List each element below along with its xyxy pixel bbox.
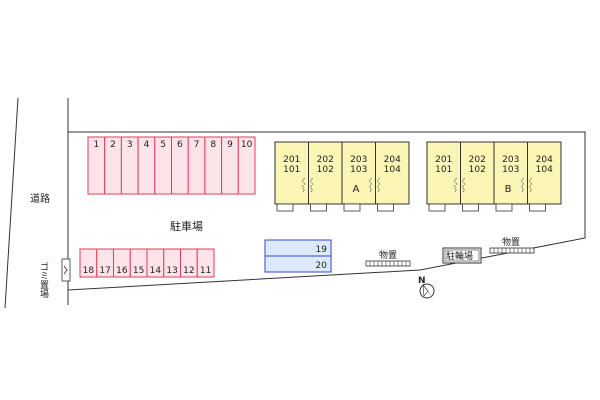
parking-space: 7 (187, 136, 206, 195)
unit-number-upper: 202 (469, 155, 486, 165)
parking-space: 14 (146, 248, 165, 278)
parking-space-number: 9 (227, 140, 233, 150)
north-label: N (418, 276, 426, 286)
parking-space: 11 (196, 248, 215, 278)
parking-space-number: 11 (200, 266, 211, 276)
parking-space-number: 19 (316, 245, 328, 255)
road-label: 道路 (30, 192, 50, 205)
parking-space-number: 4 (144, 140, 150, 150)
unit-number-upper: 203 (502, 155, 519, 165)
parking-space-number: 15 (133, 266, 144, 276)
parking-space: 13 (163, 248, 181, 278)
unit-number-upper: 204 (536, 155, 553, 165)
parking-space-number: 18 (83, 266, 95, 276)
parking-space: 8 (204, 136, 223, 195)
road-line (4, 97, 19, 309)
parking-space-number: 7 (194, 140, 200, 150)
parking-space: 3 (120, 136, 139, 195)
unit-number-upper: 201 (283, 155, 300, 165)
storage-2-box (489, 247, 535, 254)
parking-space-number: 13 (166, 266, 177, 276)
unit-number-lower: 103 (502, 165, 519, 175)
buildings: 201101202102203103204104A201101202102203… (274, 141, 562, 212)
garbage-label: ゴミ置場 (38, 261, 49, 299)
parking-space: 12 (180, 248, 198, 278)
parking-space: 2 (104, 136, 122, 195)
parking-space: 9 (221, 136, 239, 195)
storage-1-label: 物置 (379, 249, 397, 261)
parking-space-number: 17 (99, 266, 110, 276)
parking-label: 駐車場 (170, 219, 203, 233)
unit-number-upper: 204 (384, 155, 401, 165)
unit-number-lower: 101 (283, 165, 300, 175)
garbage-box (61, 258, 71, 282)
garbage-area: ゴミ置場 (38, 258, 71, 299)
parking-space: 15 (129, 248, 148, 278)
parking-space-number: 5 (160, 140, 166, 150)
parking-space: 17 (96, 248, 114, 278)
parking-space-number: 10 (241, 140, 253, 150)
parking-space: 18 (79, 248, 98, 278)
parking-space: 4 (137, 136, 156, 195)
parking-space-number: 1 (93, 140, 99, 150)
parking-space-number: 3 (127, 140, 133, 150)
unit-number-upper: 201 (435, 155, 452, 165)
parking-space: 1 (87, 136, 106, 195)
parking-space-blue: 20 (264, 255, 332, 273)
unit-number-upper: 202 (317, 155, 334, 165)
storage-1: 物置 (365, 249, 411, 267)
unit-number-upper: 203 (350, 155, 367, 165)
storage-1-box (365, 260, 411, 267)
bicycle-parking: 駐輪場 (442, 247, 482, 264)
bicycle-parking-label: 駐輪場 (446, 250, 473, 262)
bicycle-parking-box (442, 247, 482, 264)
storage-2-label: 物置 (502, 236, 520, 248)
parking-space: 16 (113, 248, 131, 278)
unit-number-lower: 103 (350, 165, 367, 175)
parking-bottom-row: 18 17 16 15 14 13 12 11 (79, 248, 215, 278)
storage-2: 物置 (489, 236, 535, 254)
unit-number-lower: 104 (384, 165, 401, 175)
building-name: B (505, 184, 512, 195)
parking-space-number: 16 (116, 266, 128, 276)
parking-space-number: 6 (177, 140, 183, 150)
parking-space-number: 2 (110, 140, 116, 150)
unit-number-lower: 104 (536, 165, 553, 175)
unit-number-lower: 102 (469, 165, 486, 175)
building-name: A (353, 184, 360, 195)
unit-number-lower: 102 (317, 165, 334, 175)
parking-space-number: 20 (316, 261, 328, 271)
north-arrow: N (418, 276, 435, 299)
parking-space: 6 (171, 136, 189, 195)
unit-number-lower: 101 (435, 165, 452, 175)
parking-space-number: 12 (183, 266, 194, 276)
parking-space: 5 (154, 136, 173, 195)
parking-space-number: 8 (210, 140, 216, 150)
parking-space: 10 (237, 136, 256, 195)
parking-space-blue: 19 (264, 239, 332, 257)
parking-space-number: 14 (150, 266, 162, 276)
